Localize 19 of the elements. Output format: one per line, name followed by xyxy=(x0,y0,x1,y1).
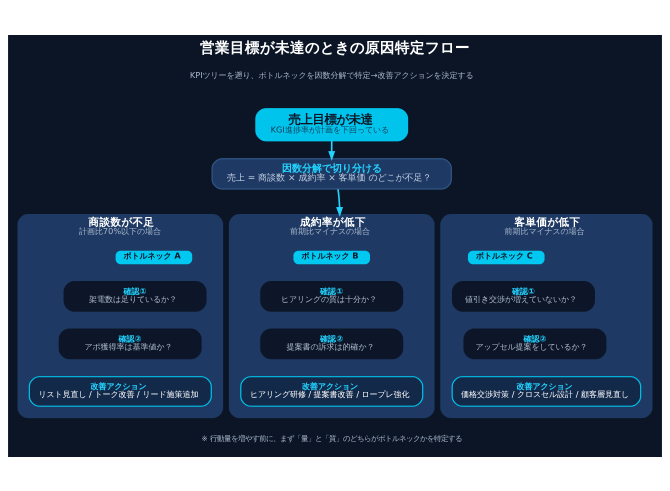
node-box: 確認① ヒアリングの質は十分か？ xyxy=(260,280,404,312)
node-box: 改善アクション 価格交渉対策 / クロスセル設計 / 顧客層見直し xyxy=(452,376,642,406)
arrow xyxy=(336,188,344,216)
node-box: 確認② アポ獲得率は基準値か？ xyxy=(58,328,202,359)
node-box: 売上目標が未達 KGI進捗率が計画を下回っている xyxy=(255,108,408,141)
node-box: 改善アクション リスト見直し / トーク改善 / リード施策追加 xyxy=(28,376,212,406)
node-box: 改善アクション ヒアリング研修 / 提案書改善 / ロープレ強化 xyxy=(240,376,424,406)
node-box: 因数分解で切り分ける 売上 = 商談数 × 成約率 × 客単価 のどこが不足？ xyxy=(211,158,452,190)
arrow xyxy=(328,140,336,160)
node-box: ボトルネック C xyxy=(468,250,545,264)
node-box: 確認① 値引き交渉が増えていないか？ xyxy=(452,280,595,312)
node-box: 確認② アップセル提案をしているか？ xyxy=(463,328,606,359)
node-box: 確認② 提案書の訴求は的確か？ xyxy=(260,328,404,359)
diagram-title: 営業目標が未達のときの原因特定フロー xyxy=(200,39,470,56)
label: KPIツリーを遡り、ボトルネックを因数分解で特定→改善アクションを決定する xyxy=(190,70,474,80)
node-box: ボトルネック B xyxy=(293,250,370,264)
label: ※ 行動量を増やす前に、まず「量」と「質」のどちらがボトルネックかを特定する xyxy=(201,433,462,442)
node-box: ボトルネック A xyxy=(116,250,192,264)
node-box: 確認① 架電数は足りているか？ xyxy=(64,280,207,312)
